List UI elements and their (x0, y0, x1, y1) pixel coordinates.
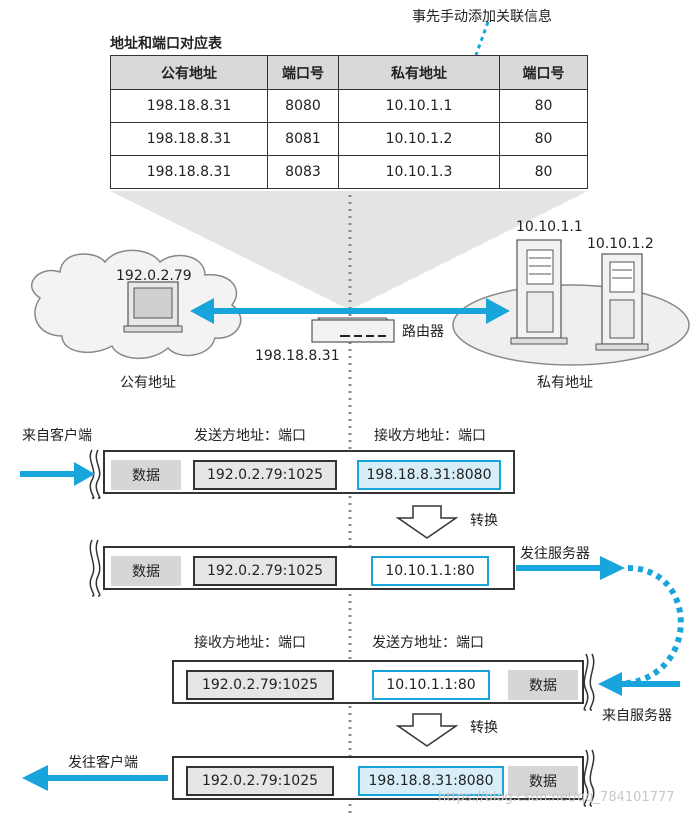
router-icon (311, 317, 395, 343)
receiver-header: 接收方地址：端口 (374, 428, 486, 444)
table-row: 198.18.8.31 8080 10.10.1.1 80 (110, 89, 588, 123)
connection-arrow (190, 298, 510, 324)
table-cell: 10.10.1.1 (338, 89, 500, 123)
sender-address: 192.0.2.79:1025 (193, 460, 337, 490)
server2-icon (595, 253, 649, 351)
data-cell: 数据 (508, 766, 578, 796)
table-cell: 80 (499, 122, 588, 156)
from-server-label: 来自服务器 (602, 708, 672, 724)
packet-to-server: 数据 192.0.2.79:1025 10.10.1.1:80 (103, 546, 515, 590)
convert-label-1: 转换 (470, 513, 498, 529)
router-label: 路由器 (402, 324, 444, 340)
table-cell: 10.10.1.3 (338, 155, 500, 189)
convert-arrow-2 (395, 713, 459, 747)
table-cell: 198.18.8.31 (110, 122, 268, 156)
table-header-row: 公有地址 端口号 私有地址 端口号 (110, 55, 588, 90)
note-label: 事先手动添加关联信息 (412, 9, 552, 25)
header-private-address: 私有地址 (338, 55, 500, 90)
table-row: 198.18.8.31 8083 10.10.1.3 80 (110, 155, 588, 189)
private-address-label: 私有地址 (537, 375, 593, 391)
receiver-address: 192.0.2.79:1025 (186, 670, 334, 700)
public-address-label: 公有地址 (120, 375, 176, 391)
receiver-header: 接收方地址：端口 (194, 635, 306, 651)
server1-icon (510, 239, 568, 345)
table-row: 198.18.8.31 8081 10.10.1.2 80 (110, 122, 588, 156)
packet-from-server: 192.0.2.79:1025 10.10.1.1:80 数据 (172, 660, 584, 704)
table-cell: 8080 (267, 89, 339, 123)
server2-ip-label: 10.10.1.2 (587, 236, 654, 252)
convert-arrow-1 (395, 505, 459, 539)
server-loop (617, 565, 684, 687)
sender-address: 192.0.2.79:1025 (193, 556, 337, 586)
note-pointer (474, 21, 490, 56)
header-port: 端口号 (499, 55, 588, 90)
table-title: 地址和端口对应表 (110, 36, 222, 52)
router-ip-label: 198.18.8.31 (255, 348, 340, 364)
client-computer-icon (123, 281, 183, 333)
table-cell: 80 (499, 155, 588, 189)
server1-ip-label: 10.10.1.1 (516, 219, 583, 235)
sender-header: 发送方地址：端口 (372, 635, 484, 651)
receiver-address: 198.18.8.31:8080 (357, 460, 501, 490)
watermark: https://blog.csdn.net/qq_784101777 (438, 790, 675, 805)
table-cell: 198.18.8.31 (110, 155, 268, 189)
table-cell: 8083 (267, 155, 339, 189)
header-public-address: 公有地址 (110, 55, 268, 90)
table-cell: 8081 (267, 122, 339, 156)
from-client-arrow (20, 462, 95, 486)
client-ip-label: 192.0.2.79 (116, 268, 192, 284)
to-client-label: 发往客户端 (68, 755, 138, 771)
packet-incoming: 数据 192.0.2.79:1025 198.18.8.31:8080 (103, 450, 515, 494)
data-cell: 数据 (111, 556, 181, 586)
from-client-label: 来自客户端 (22, 428, 92, 444)
table-cell: 198.18.8.31 (110, 89, 268, 123)
to-client-arrow (22, 765, 168, 791)
sender-address: 10.10.1.1:80 (372, 670, 490, 700)
header-port: 端口号 (267, 55, 339, 90)
data-cell: 数据 (508, 670, 578, 700)
receiver-address: 192.0.2.79:1025 (186, 766, 334, 796)
table-cell: 10.10.1.2 (338, 122, 500, 156)
sender-header: 发送方地址：端口 (194, 428, 306, 444)
mapping-table: 公有地址 端口号 私有地址 端口号 198.18.8.31 8080 10.10… (110, 55, 588, 189)
table-projection (110, 191, 588, 310)
convert-label-2: 转换 (470, 720, 498, 736)
from-server-arrow (598, 672, 680, 696)
table-cell: 80 (499, 89, 588, 123)
sender-address: 198.18.8.31:8080 (358, 766, 504, 796)
receiver-address: 10.10.1.1:80 (371, 556, 489, 586)
private-network (452, 284, 690, 366)
data-cell: 数据 (111, 460, 181, 490)
packet-to-client: 192.0.2.79:1025 198.18.8.31:8080 数据 (172, 756, 584, 800)
to-server-arrow (516, 556, 625, 580)
to-server-label: 发往服务器 (520, 546, 590, 562)
